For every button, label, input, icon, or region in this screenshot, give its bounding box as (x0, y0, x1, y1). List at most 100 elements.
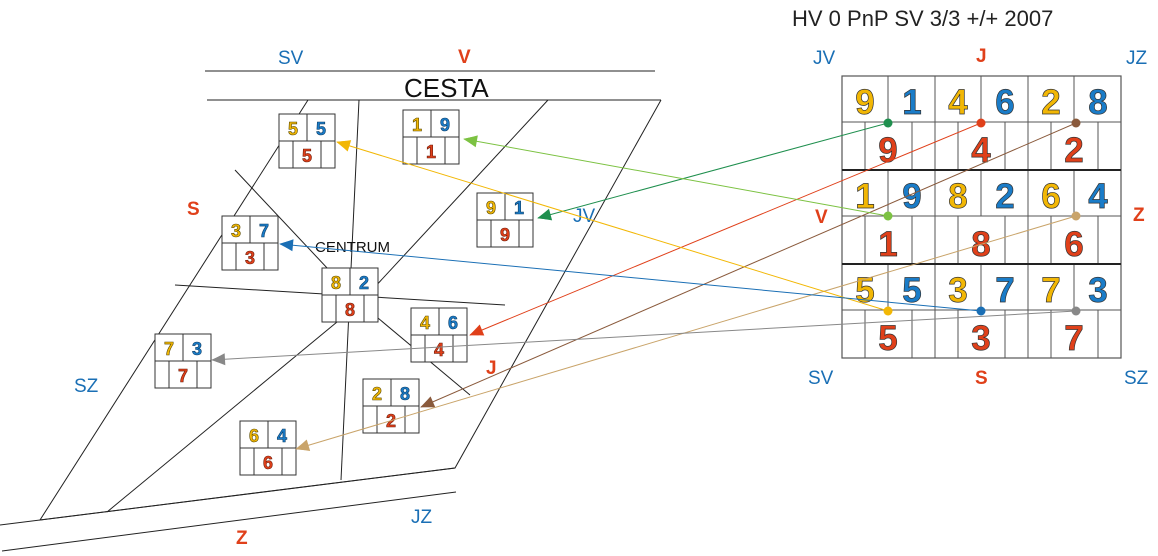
grid-mountain-star: 3 (948, 271, 967, 310)
s-arrow (279, 241, 982, 312)
z-arrow-origin-dot (1071, 211, 1081, 221)
sz-arrow (211, 310, 1077, 364)
grid-outline (841, 75, 1122, 359)
grid-label-jz: JZ (1126, 48, 1148, 69)
base-star: 1 (426, 142, 436, 162)
label-s-left: S (187, 199, 200, 220)
grid-base-star: 4 (971, 131, 991, 170)
jz-arrow (420, 122, 1077, 408)
label-sz-left: SZ (74, 376, 99, 397)
mountain-star: 6 (249, 426, 259, 446)
sv-arrow-head (337, 140, 352, 152)
grid-label-v: V (815, 207, 828, 228)
grid-base-star: 3 (971, 319, 990, 358)
water-star: 8 (400, 384, 410, 404)
grid-base-star: 2 (1064, 131, 1083, 170)
jz-arrow-origin-dot (1071, 118, 1081, 128)
grid-base-star: 5 (878, 319, 897, 358)
grid-label-s: S (975, 368, 988, 389)
grid-base-star: 9 (878, 131, 897, 170)
bottom-road-line-1 (0, 467, 456, 526)
grid-water-star: 7 (995, 271, 1014, 310)
s-arrow-origin-dot (976, 306, 986, 316)
base-star: 3 (245, 248, 255, 268)
bottom-road-line-2 (1, 491, 457, 552)
mountain-star: 8 (331, 273, 341, 293)
grid-line-4 (106, 302, 361, 513)
diagram-title: HV 0 PnP SV 3/3 +/+ 2007 (792, 6, 1053, 31)
mountain-star: 2 (372, 384, 382, 404)
v-arrow-origin-dot (883, 211, 893, 221)
grid-base-star: 7 (1064, 319, 1083, 358)
mountain-star: 9 (486, 198, 496, 218)
mountain-star: 3 (231, 221, 241, 241)
water-star: 5 (316, 119, 326, 139)
base-star: 4 (434, 340, 444, 360)
grid-mountain-star: 1 (855, 177, 874, 216)
z-arrow (295, 215, 1077, 451)
mountain-star: 7 (164, 339, 174, 359)
grid-water-star: 8 (1088, 83, 1107, 122)
label-sv-top: SV (278, 48, 304, 69)
base-star: 8 (345, 300, 355, 320)
grid-label-jv: JV (813, 48, 836, 69)
center-label: CENTRUM (315, 239, 390, 256)
plan-box-se: 282 (362, 378, 420, 434)
label-jz-bottom: JZ (411, 507, 433, 528)
sz-arrow-head (212, 353, 226, 366)
mountain-star: 1 (412, 115, 422, 135)
grid-water-star: 9 (902, 177, 921, 216)
grid-mountain-star: 4 (948, 83, 968, 122)
v-arrow (463, 136, 889, 217)
grid-label-sz: SZ (1124, 368, 1149, 389)
grid-cell-5: 828 (934, 169, 1029, 265)
grid-mountain-star: 9 (855, 83, 874, 122)
base-star: 6 (263, 453, 273, 473)
mountain-star: 5 (288, 119, 298, 139)
label-j-right: J (486, 358, 497, 379)
grid-mountain-star: 2 (1041, 83, 1060, 122)
base-star: 7 (178, 366, 188, 386)
floor-plan (0, 70, 662, 552)
label-z-bottom: Z (236, 528, 248, 549)
z-arrow-head (296, 439, 311, 452)
water-star: 6 (448, 313, 458, 333)
jv-arrow-origin-dot (883, 118, 893, 128)
grid-water-star: 6 (995, 83, 1014, 122)
j-arrow-head (470, 324, 485, 336)
v-arrow-head (464, 135, 478, 148)
j-arrow-origin-dot (976, 118, 986, 128)
jv-arrow-head (538, 208, 553, 221)
grid-base-star: 1 (878, 225, 897, 264)
grid-mountain-star: 8 (948, 177, 967, 216)
sv-arrow (336, 140, 889, 312)
base-star: 5 (302, 146, 312, 166)
grid-water-star: 5 (902, 271, 921, 310)
jz-arrow-head (421, 396, 436, 408)
grid-mountain-star: 7 (1041, 271, 1060, 310)
grid-label-sv: SV (808, 368, 834, 389)
label-jv-right: JV (573, 206, 596, 227)
road-label: CESTA (404, 73, 489, 103)
grid-line-2 (359, 99, 549, 304)
base-star: 9 (500, 225, 510, 245)
grid-mountain-star: 6 (1041, 177, 1060, 216)
s-arrow-head (280, 239, 294, 252)
grid-base-star: 6 (1064, 225, 1083, 264)
j-arrow (469, 122, 982, 336)
grid-water-star: 1 (902, 83, 921, 122)
